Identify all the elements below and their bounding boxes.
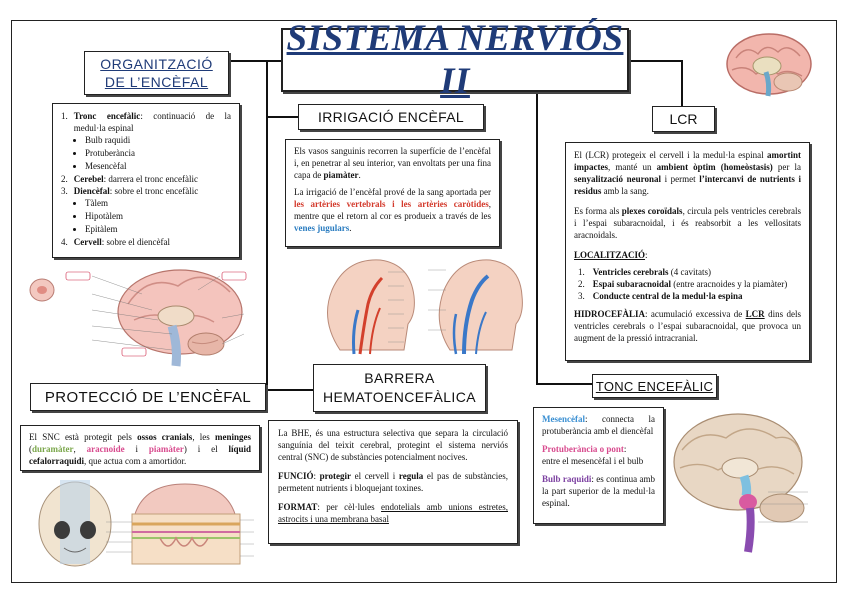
connector	[266, 116, 298, 118]
connector	[536, 383, 592, 385]
header-tonc: TONC ENCEFÀLIC	[592, 374, 717, 398]
list-item: Epitàlem	[85, 223, 231, 235]
connector	[536, 92, 538, 384]
brainstem-illustration	[673, 413, 808, 553]
lcr-box: El (LCR) protegeix el cervell i la medul…	[565, 142, 810, 361]
connector	[229, 60, 281, 62]
list-item: 2.Espai subaracnoidal (entre aracnoides …	[578, 279, 788, 289]
tonc-box: Mesencèfal: connecta la protuberància am…	[533, 407, 664, 524]
header-irrigacio: IRRIGACIÓ ENCÈFAL	[298, 104, 484, 130]
barrera-box: La BHE, és una estructura selectiva que …	[268, 420, 518, 544]
list-item: Bulb raquidi	[85, 134, 231, 146]
list-item: Mesencèfal	[85, 160, 231, 172]
organitzacio-box: 1.Tronc encefàlic: continuació de la med…	[52, 103, 240, 258]
meninges-illustration	[38, 480, 254, 567]
head-vessels-illustration	[327, 259, 523, 355]
header-lcr: LCR	[652, 106, 715, 132]
irrigacio-box: Els vasos sanguinis recorren la superfíc…	[285, 139, 500, 247]
list-item: Protuberància	[85, 147, 231, 159]
connector	[266, 62, 268, 392]
list-item: 3.Conducte central de la medul·la espina	[578, 291, 743, 301]
page-title: SISTEMA NERVIÓS II	[281, 18, 629, 102]
connector	[629, 60, 682, 62]
proteccio-box: El SNC està protegit pels ossos cranials…	[20, 425, 260, 471]
list-item: Hipotàlem	[85, 210, 231, 222]
page-frame	[11, 20, 837, 583]
brain-icon	[726, 33, 812, 97]
connector	[266, 389, 313, 391]
list-item: 1.Ventricles cerebrals (4 cavitats)	[578, 267, 711, 277]
list-item: Tàlem	[85, 197, 231, 209]
brain-sagittal-illustration	[29, 269, 247, 367]
connector	[681, 60, 683, 106]
header-proteccio: PROTECCIÓ DE L’ENCÈFAL	[30, 383, 266, 411]
